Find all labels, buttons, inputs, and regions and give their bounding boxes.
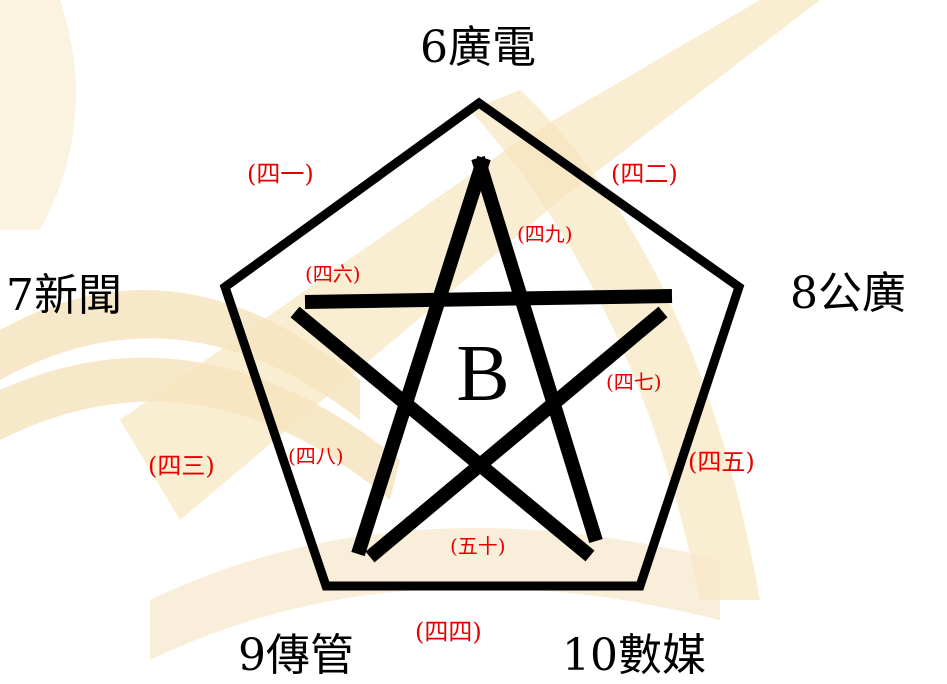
star-line-left-to-bottom-right: [290, 306, 595, 562]
edge-label-star-right-diagonal: (四七): [606, 370, 662, 394]
vertex-label-top: 6廣電: [420, 22, 536, 73]
edge-label-top-left: (四一): [247, 160, 314, 188]
star-line-horizontal: [304, 289, 673, 309]
inner-star: [290, 155, 673, 563]
edge-label-star-horizontal: (四六): [305, 262, 361, 286]
vertex-label-bottom-right: 10數媒: [562, 630, 706, 681]
watermark-logo: [0, 0, 820, 660]
edge-label-bottom: (四四): [415, 618, 482, 646]
center-label: B: [456, 330, 509, 418]
edge-label-star-bottom: (五十): [450, 534, 506, 558]
edge-label-left-outer: (四三): [148, 452, 215, 480]
star-line-top-left: [351, 155, 491, 557]
edge-label-top-right: (四二): [611, 160, 678, 188]
vertex-label-left: 7新聞: [6, 270, 122, 321]
edge-label-star-left-lower: (四八): [288, 444, 344, 468]
edge-label-right-outer: (四五): [688, 448, 755, 476]
edge-label-star-top-right: (四九): [517, 222, 573, 246]
star-line-top-right: [471, 155, 603, 544]
outer-pentagon: [219, 97, 745, 591]
vertex-label-right: 8公廣: [790, 268, 906, 319]
star-line-right-to-bottom-left: [365, 306, 668, 563]
vertex-label-bottom-left: 9傳管: [238, 630, 354, 681]
